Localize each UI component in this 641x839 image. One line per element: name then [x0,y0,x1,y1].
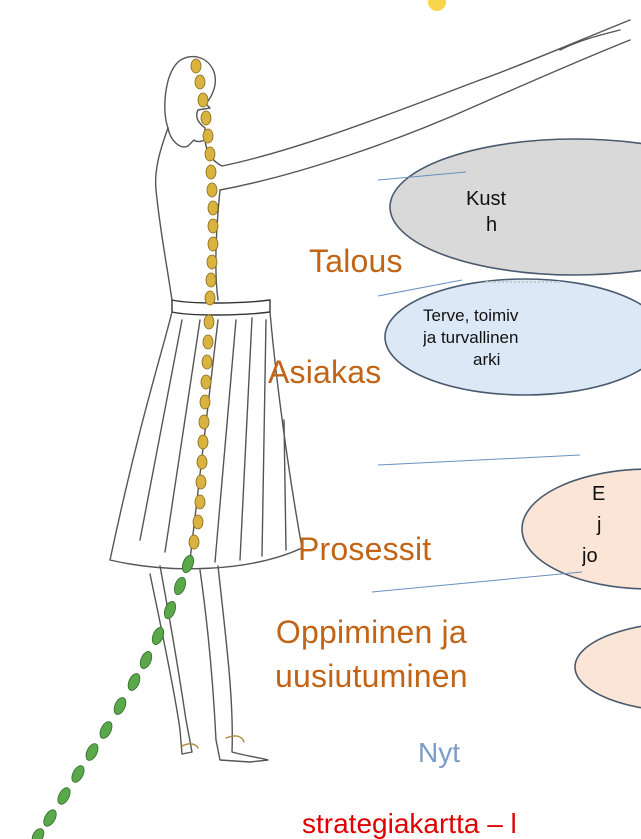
bubble-text-talous: Kust h [466,186,641,238]
bubble-text-prosessit-line1: E [582,479,641,510]
bubble-text-talous-line2: h [466,212,641,238]
bubble-text-asiakas-line2: ja turvallinen [423,327,641,349]
perspective-label-talous: Talous [309,241,403,281]
braid-green [30,554,196,839]
perspective-label-asiakas: Asiakas [268,352,381,392]
perspective-label-oppiminen-line2: uusiutuminen [275,654,468,698]
braid-gold [189,59,218,549]
bubble-text-asiakas: Terve, toimiv ja turvallinen arki [423,305,641,371]
connector-oppiminen [372,572,582,592]
bubble-text-talous-line1: Kust [466,188,506,210]
perspective-label-oppiminen-line1: Oppiminen ja [275,610,468,654]
bubble-text-prosessit-line3: jo [582,541,641,572]
perspective-label-prosessit: Prosessit [298,529,431,569]
bubble-text-prosessit-line2: j [582,510,641,541]
sun-glow [428,0,446,11]
bubble-text-asiakas-line1: Terve, toimiv [423,305,641,327]
bubble-oppiminen [575,622,641,712]
perspective-label-oppiminen: Oppiminen ja uusiutuminen [275,610,468,698]
timeline-label-now: Nyt [418,736,460,770]
bubble-text-prosessit: E j jo [582,479,641,572]
bubble-text-asiakas-line3: arki [423,349,641,371]
connector-prosessit [378,455,580,465]
bottom-caption: strategiakartta – l [302,806,517,839]
